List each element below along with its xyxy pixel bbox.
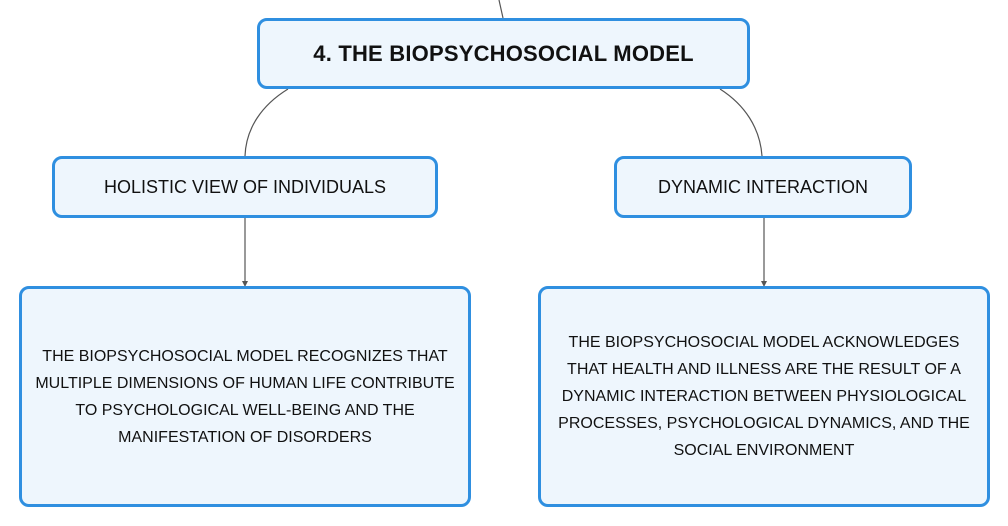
- arrowhead-dynamic-detail: [761, 281, 767, 287]
- detail-node-holistic-view[interactable]: THE BIOPSYCHOSOCIAL MODEL RECOGNIZES THA…: [19, 286, 471, 507]
- root-node[interactable]: 4. THE BIOPSYCHOSOCIAL MODEL: [257, 18, 750, 89]
- detail-node-text: THE BIOPSYCHOSOCIAL MODEL ACKNOWLEDGES T…: [558, 334, 970, 459]
- topic-node-dynamic-interaction[interactable]: DYNAMIC INTERACTION: [614, 156, 912, 218]
- root-node-label: 4. THE BIOPSYCHOSOCIAL MODEL: [313, 40, 694, 66]
- detail-node-dynamic-interaction[interactable]: THE BIOPSYCHOSOCIAL MODEL ACKNOWLEDGES T…: [538, 286, 990, 507]
- connector-root-to-dynamic: [719, 88, 763, 157]
- topic-node-label: HOLISTIC VIEW OF INDIVIDUALS: [103, 176, 387, 197]
- connector-root-to-holistic: [244, 88, 289, 157]
- topic-node-holistic-view[interactable]: HOLISTIC VIEW OF INDIVIDUALS: [52, 156, 438, 218]
- arrowhead-holistic-detail: [242, 281, 248, 287]
- connector-from-parent: [498, 0, 504, 19]
- detail-node-text: THE BIOPSYCHOSOCIAL MODEL RECOGNIZES THA…: [35, 347, 455, 446]
- topic-node-label: DYNAMIC INTERACTION: [657, 176, 868, 197]
